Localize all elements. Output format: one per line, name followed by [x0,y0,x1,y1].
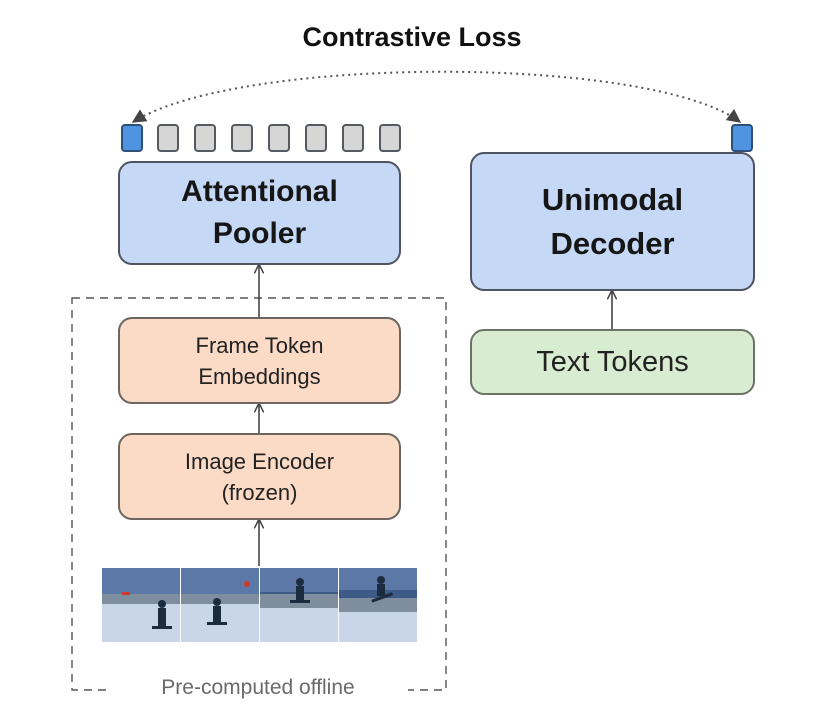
video-frame-1 [102,568,180,642]
text-tokens-label: Text Tokens [536,345,689,378]
contrastive-loss-title: Contrastive Loss [302,22,522,52]
contrastive-loss-arc [131,70,742,123]
image-encoder-box: Image Encoder (frozen) [118,433,401,520]
decoder-cls-token [731,124,753,152]
offline-group-label: Pre-computed offline [108,676,408,700]
pooler-token [194,124,216,152]
pooler-token [342,124,364,152]
pooler-token [379,124,401,152]
pooler-token [305,124,327,152]
pooler-cls-token [121,124,143,152]
video-frame-4 [339,568,417,642]
unimodal-decoder-label: Unimodal Decoder [541,181,684,261]
pooler-token [268,124,290,152]
attentional-pooler-box: Attentional Pooler [118,161,401,265]
text-tokens-box: Text Tokens [470,329,755,395]
frame-token-embeddings-box: Frame Token Embeddings [118,317,401,404]
attentional-pooler-label: Attentional Pooler [181,175,338,250]
video-frame-2 [181,568,259,642]
unimodal-decoder-box: Unimodal Decoder [470,152,755,291]
image-encoder-label: Image Encoder (frozen) [184,448,335,505]
video-frame-3 [260,568,338,642]
pooler-token [231,124,253,152]
frame-token-embeddings-label: Frame Token Embeddings [195,332,324,389]
pooler-token [157,124,179,152]
